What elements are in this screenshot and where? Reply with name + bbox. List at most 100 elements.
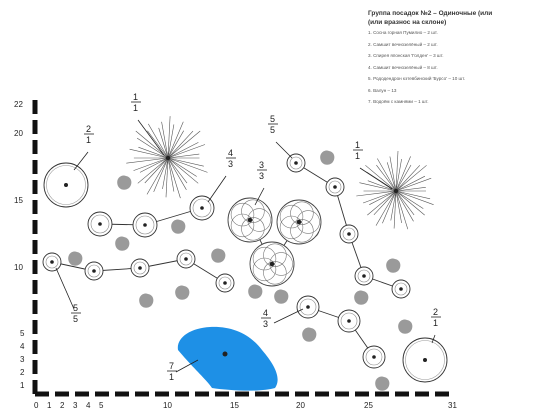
rock	[175, 285, 190, 300]
plant-center-dot	[347, 319, 351, 323]
petal	[230, 213, 255, 238]
shrub-plant	[189, 195, 215, 221]
shrub-plant	[362, 345, 386, 369]
rock	[274, 289, 289, 304]
pine-needle	[375, 190, 397, 226]
pine-needle	[395, 187, 426, 192]
callout-label: 55	[55, 267, 81, 324]
petal	[241, 199, 265, 223]
pine-needle	[161, 121, 169, 159]
pine-needle	[167, 157, 188, 184]
shrub-plant	[391, 279, 411, 299]
spirea-plant	[249, 241, 295, 287]
pine-plant	[356, 150, 434, 230]
pine-needle	[367, 180, 397, 192]
pine-needle	[386, 162, 397, 192]
pine-needle	[129, 148, 169, 159]
plant-outline-inner	[133, 261, 147, 275]
plant-outline-inner	[179, 252, 193, 266]
plant-center-dot	[333, 185, 337, 189]
y-tick-1: 1	[20, 381, 25, 390]
petal	[252, 257, 277, 282]
callout-label: 11	[131, 92, 165, 156]
spirea-plant	[227, 197, 273, 243]
plant-center-dot	[98, 222, 102, 226]
legend-title: Группа посадок №2 – Одиночные (или	[368, 10, 493, 17]
callout-numerator: 5	[73, 303, 78, 313]
petal	[279, 215, 304, 240]
plant-outline-inner	[192, 198, 212, 218]
pine-needle	[377, 158, 397, 192]
spirea-plant	[276, 199, 322, 245]
plant-center-dot	[347, 232, 351, 236]
pine-needle	[139, 157, 169, 173]
callout-numerator: 1	[133, 92, 138, 102]
y-tick-2: 2	[20, 368, 25, 377]
plant-center-dot	[399, 287, 403, 291]
pond-center-dot	[222, 351, 228, 357]
rock	[117, 175, 132, 190]
callout-denominator: 5	[270, 125, 275, 135]
plant-outline-inner	[342, 227, 356, 241]
plant-center-dot	[223, 281, 227, 285]
x-tick-20: 20	[296, 401, 305, 410]
callout-numerator: 4	[228, 148, 233, 158]
pine-plant	[126, 116, 208, 199]
callout-leader	[73, 151, 89, 171]
plants	[42, 116, 448, 383]
pine-needle	[167, 153, 200, 159]
callout-denominator: 1	[133, 103, 138, 113]
y-tick-22: 22	[14, 100, 23, 109]
plant-outline-inner	[289, 156, 303, 170]
x-tick-10: 10	[163, 401, 172, 410]
rock	[68, 251, 83, 266]
rock	[375, 376, 390, 391]
plant-outline-inner	[340, 312, 358, 330]
plant-outline-inner	[45, 255, 59, 269]
pine-needle	[167, 116, 171, 159]
shrub-plant	[286, 153, 306, 173]
y-tick-5: 5	[20, 329, 25, 338]
pine-needle	[167, 121, 184, 159]
rock	[115, 236, 130, 251]
callout-numerator: 2	[433, 307, 438, 317]
legend-item-7: 7. Водоём с камнями – 1 шт.	[368, 99, 429, 104]
plant-center-dot	[200, 206, 204, 210]
plant-outline	[402, 337, 448, 383]
pine-needle	[395, 175, 426, 192]
pine-needle	[390, 190, 397, 221]
callout-label: 21	[73, 124, 94, 171]
boxwood-plant	[402, 337, 448, 383]
plant-center-dot	[296, 219, 302, 225]
callout-label: 21	[431, 307, 441, 344]
pine-needle	[395, 190, 425, 216]
callout-numerator: 1	[355, 140, 360, 150]
callout-label: 55	[268, 114, 293, 159]
callout-denominator: 3	[228, 159, 233, 169]
callout-leader	[207, 175, 227, 203]
pine-needle	[133, 157, 169, 171]
shrub-plant	[130, 258, 150, 278]
legend-item-6: 6. Валун – 13	[368, 87, 397, 93]
plant-center-dot	[138, 266, 142, 270]
y-tick-10: 10	[14, 263, 23, 272]
callout-numerator: 5	[270, 114, 275, 124]
plant-center-dot	[269, 261, 275, 267]
pine-needle	[395, 156, 411, 192]
plant-center-dot	[92, 269, 96, 273]
rock	[171, 219, 186, 234]
callout-leader	[55, 267, 75, 310]
shrub-plant	[132, 212, 158, 238]
plant-outline-inner	[394, 282, 408, 296]
x-tick-25: 25	[364, 401, 373, 410]
x-tick-15: 15	[230, 401, 239, 410]
callout-denominator: 3	[263, 319, 268, 329]
pine-needle	[395, 190, 424, 209]
shrub-plant	[215, 273, 235, 293]
pine-needle	[167, 144, 206, 159]
plant-outline-inner	[90, 214, 110, 234]
petal	[252, 246, 277, 271]
callout-denominator: 3	[259, 171, 264, 181]
pine-needle	[165, 157, 169, 198]
